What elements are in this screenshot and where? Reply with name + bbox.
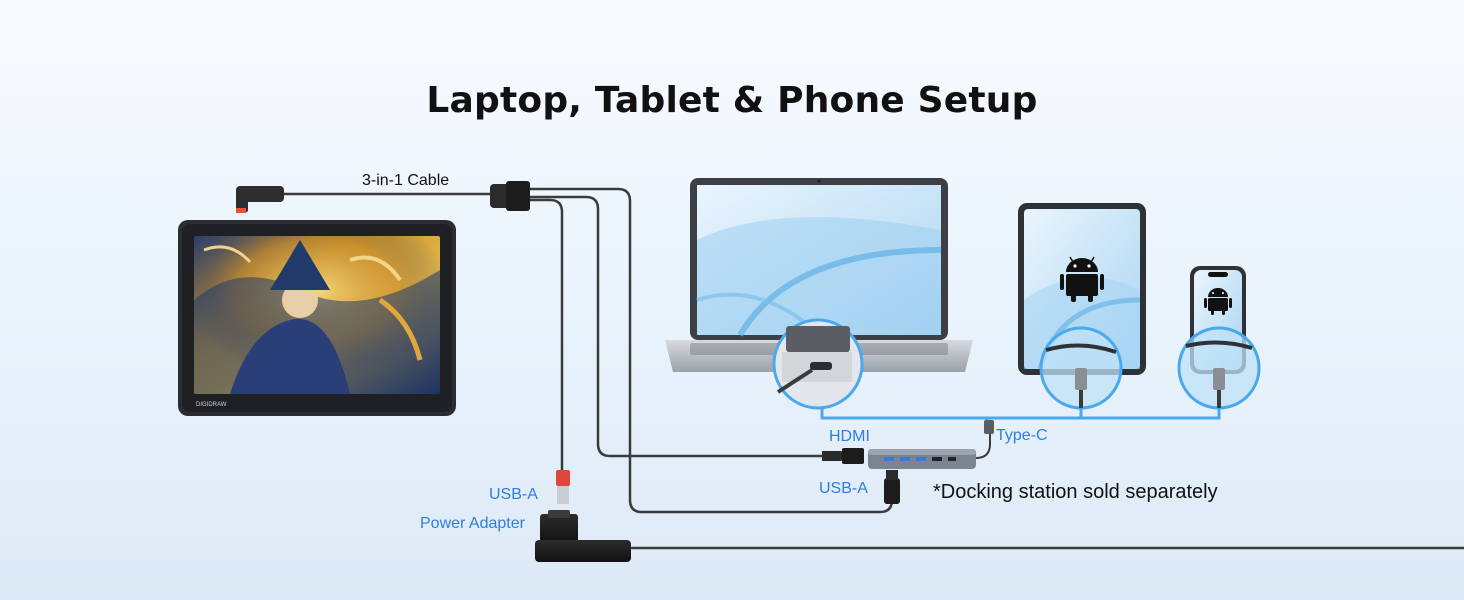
type-c-plug [984,420,994,434]
hub-type-c-cable [975,429,991,459]
power-adapter [535,510,631,562]
phone-port-zoom [1177,326,1261,410]
label-hdmi: HDMI [829,428,870,445]
label-usb-a-power: USB-A [489,486,538,503]
usb-a-plug-power [556,470,570,504]
label-power-adapter: Power Adapter [420,515,525,532]
laptop-port-zoom [772,318,864,410]
pen-display-artwork [194,236,440,394]
pen-display-brand: DIGIDRAW [196,402,227,408]
label-3-in-1-cable: 3-in-1 Cable [362,172,450,189]
cable-lines [280,187,1464,550]
android-icon [1204,288,1232,315]
device-connection-lines [820,408,1221,428]
pen-display: DIGIDRAW [178,220,456,416]
android-icon [1060,256,1104,302]
page-title: Laptop, Tablet & Phone Setup [426,80,1038,121]
label-type-c: Type-C [996,427,1048,444]
docking-note: *Docking station sold separately [933,481,1218,503]
power-cable [526,198,564,472]
hdmi-plug [822,448,864,464]
cable-splitter [490,181,530,211]
usb-a-cable [526,187,894,514]
hdmi-cable [526,195,824,458]
pen-display-connector [236,186,284,213]
tablet-port-zoom [1039,326,1123,410]
label-usb-a-hub: USB-A [819,480,868,497]
docking-station [868,449,976,469]
usb-a-plug-hub [884,470,900,504]
